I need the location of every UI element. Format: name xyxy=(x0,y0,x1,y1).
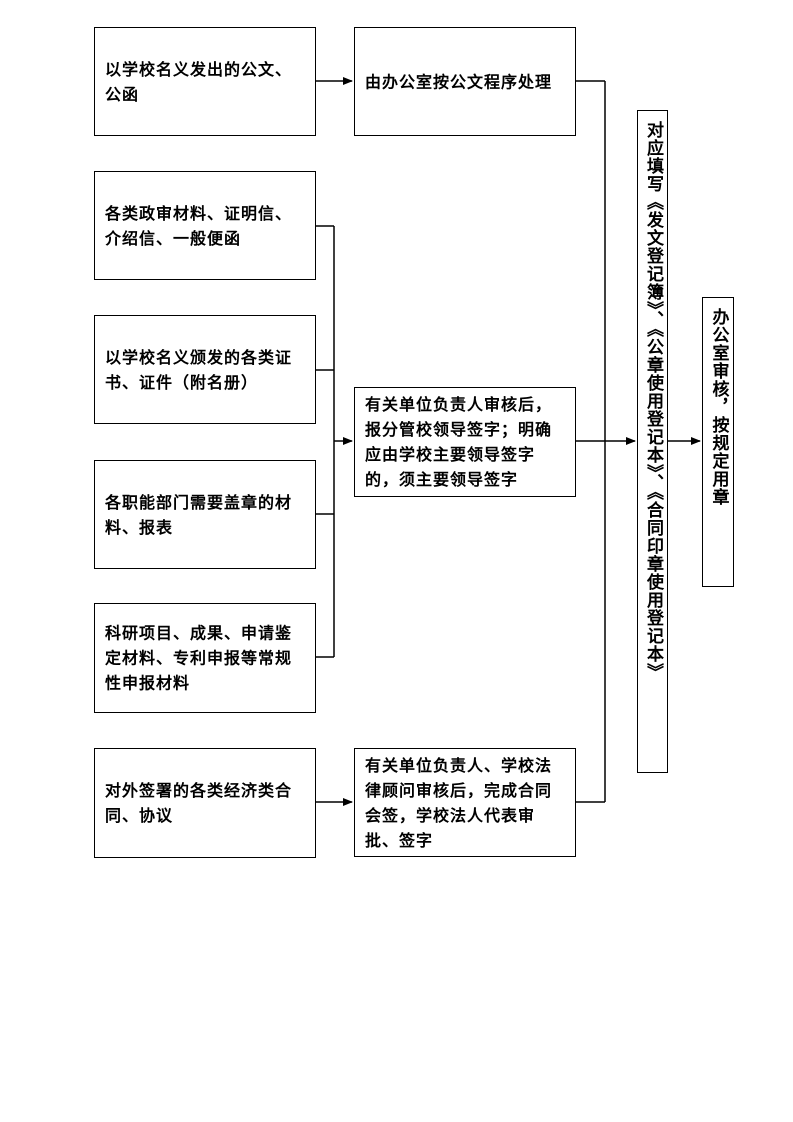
source-box-certificates-letters: 各类政审材料、证明信、介绍信、一般便函 xyxy=(94,171,316,280)
source-box-official-docs: 以学校名义发出的公文、公函 xyxy=(94,27,316,136)
register-box: 对应填写《发文登记簿》、《公章使用登记本》、《合同印章使用登记本》 xyxy=(637,110,668,773)
final-text: 办公室审核，按规定用章 xyxy=(708,308,729,506)
final-box: 办公室审核，按规定用章 xyxy=(702,297,734,587)
source-box-department-materials: 各职能部门需要盖章的材料、报表 xyxy=(94,460,316,569)
source-box-school-certificates: 以学校名义颁发的各类证书、证件（附名册） xyxy=(94,315,316,424)
source-box-research-materials: 科研项目、成果、申请鉴定材料、专利申报等常规性申报材料 xyxy=(94,603,316,713)
middle-box-office-process: 由办公室按公文程序处理 xyxy=(354,27,576,136)
source-box-contracts: 对外签署的各类经济类合同、协议 xyxy=(94,748,316,858)
source-text: 以学校名义发出的公文、公函 xyxy=(105,59,293,104)
source-text: 各类政审材料、证明信、介绍信、一般便函 xyxy=(105,203,293,248)
middle-text: 有关单位负责人、学校法律顾问审核后，完成合同会签，学校法人代表审批、签字 xyxy=(365,755,553,850)
source-text: 各职能部门需要盖章的材料、报表 xyxy=(105,492,293,537)
register-text: 对应填写《发文登记簿》、《公章使用登记本》、《合同印章使用登记本》 xyxy=(643,121,663,681)
source-text: 对外签署的各类经济类合同、协议 xyxy=(105,781,293,825)
middle-text: 由办公室按公文程序处理 xyxy=(365,72,553,91)
middle-text: 有关单位负责人审核后，报分管校领导签字；明确应由学校主要领导签字的，须主要领导签… xyxy=(365,395,553,489)
source-text: 科研项目、成果、申请鉴定材料、专利申报等常规性申报材料 xyxy=(105,623,293,693)
middle-box-leader-signature: 有关单位负责人审核后，报分管校领导签字；明确应由学校主要领导签字的，须主要领导签… xyxy=(354,387,576,497)
middle-box-contract-approval: 有关单位负责人、学校法律顾问审核后，完成合同会签，学校法人代表审批、签字 xyxy=(354,748,576,857)
source-text: 以学校名义颁发的各类证书、证件（附名册） xyxy=(105,347,293,392)
